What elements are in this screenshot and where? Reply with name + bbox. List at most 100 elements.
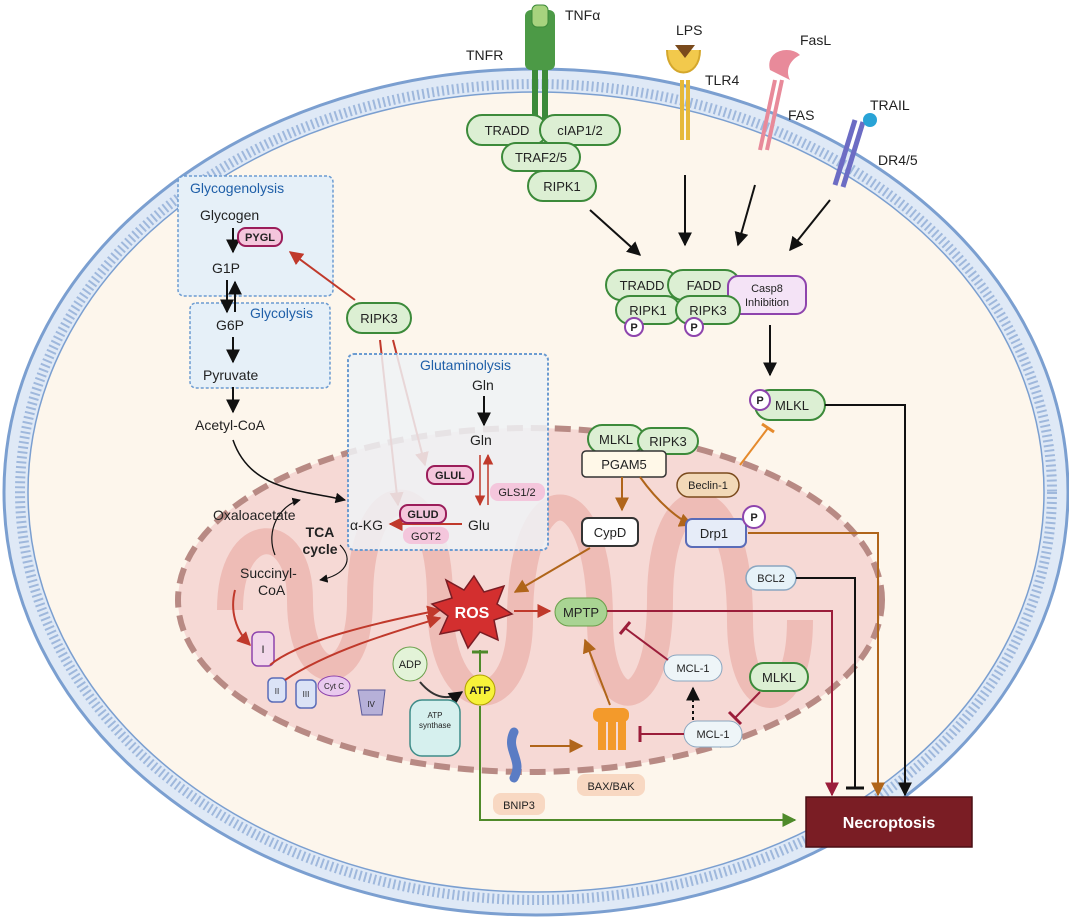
succinyl-coa-label: CoA (258, 582, 286, 598)
baxbak-label-bg (577, 774, 645, 796)
svg-text:cIAP1/2: cIAP1/2 (557, 123, 603, 138)
drp1-node (685, 518, 747, 548)
svg-text:BAX/BAK: BAX/BAK (587, 781, 635, 793)
tlr4-receptor (666, 45, 701, 140)
svg-text:II: II (275, 687, 279, 696)
got2-node (403, 527, 449, 544)
svg-text:P: P (630, 322, 637, 334)
gls-node (490, 483, 545, 501)
phospho-mlkl (749, 389, 771, 411)
svg-text:Inhibition: Inhibition (745, 297, 789, 309)
glycolysis-box (189, 302, 331, 389)
pgam5-node (581, 450, 667, 478)
svg-text:Cyt C: Cyt C (324, 682, 344, 691)
baxbak-channel (593, 708, 629, 750)
svg-text:BNIP3: BNIP3 (503, 800, 535, 812)
svg-text:P: P (756, 395, 763, 407)
dr45-label: DR4/5 (878, 152, 918, 168)
pygl-node (237, 227, 283, 247)
phospho-ripk1 (624, 317, 644, 337)
svg-text:RIPK3: RIPK3 (649, 434, 687, 449)
bnip3-protein (507, 727, 522, 783)
fasl-label: FasL (800, 32, 831, 48)
glu-label: Glu (468, 517, 490, 533)
necrosome: TRADD FADD Casp8 Inhibition RIPK1 RIPK3 … (605, 269, 807, 337)
cypd-node (581, 517, 639, 547)
mlkl-right-node (749, 662, 809, 692)
cell-membrane-inner (15, 79, 1057, 905)
beclin-node (676, 472, 740, 498)
svg-text:FADD: FADD (687, 278, 722, 293)
necroptosis-box (805, 796, 973, 848)
akg-label: α-KG (350, 517, 383, 533)
tca-label: TCA (306, 524, 335, 540)
g6p-label: G6P (216, 317, 244, 333)
oxaloacetate-label: Oxaloacetate (213, 507, 296, 523)
succinyl-label: Succinyl- (240, 565, 297, 581)
tlr4-label: TLR4 (705, 72, 739, 88)
svg-text:RIPK1: RIPK1 (629, 303, 667, 318)
g1p-label: G1P (212, 260, 240, 276)
svg-text:GLUD: GLUD (407, 509, 438, 521)
svg-text:Glutaminolysis: Glutaminolysis (420, 357, 511, 373)
svg-text:PGAM5: PGAM5 (601, 457, 647, 472)
svg-text:P: P (690, 322, 697, 334)
ros-star (430, 574, 514, 650)
necroptosis-label: Necroptosis (843, 815, 936, 832)
tca-cycle-label: cycle (302, 541, 337, 557)
svg-text:Drp1: Drp1 (700, 526, 728, 541)
svg-text:GOT2: GOT2 (411, 531, 441, 543)
mcl1-upper-node (663, 654, 723, 682)
complex-i (251, 631, 275, 667)
svg-text:Glycolysis: Glycolysis (250, 305, 313, 321)
pyruvate-label: Pyruvate (203, 367, 258, 383)
ripk1-node (527, 170, 597, 202)
tnfa-label: TNFα (565, 7, 600, 23)
adp-node (392, 646, 428, 682)
svg-text:synthase: synthase (419, 721, 452, 730)
ripk3b-node (675, 295, 741, 325)
complex1: TRADD cIAP1/2 TRAF2/5 RIPK1 (466, 114, 621, 202)
svg-text:CypD: CypD (594, 525, 627, 540)
svg-text:ADP: ADP (399, 659, 422, 671)
glud-node (399, 504, 447, 524)
svg-text:GLS1/2: GLS1/2 (498, 487, 535, 499)
svg-text:RIPK3: RIPK3 (360, 311, 398, 326)
atp-node (464, 674, 496, 706)
svg-text:MCL-1: MCL-1 (696, 729, 729, 741)
svg-text:TRAF2/5: TRAF2/5 (515, 150, 567, 165)
gln-outer-label: Gln (472, 377, 494, 393)
glul-node (426, 465, 474, 485)
lps-label: LPS (676, 22, 702, 38)
svg-text:MPTP: MPTP (563, 605, 599, 620)
phospho-drp1 (742, 505, 766, 529)
ripk3-node (346, 302, 412, 334)
svg-text:P: P (750, 512, 757, 524)
svg-text:IV: IV (367, 700, 375, 709)
svg-text:Glycogenolysis: Glycogenolysis (190, 180, 284, 196)
tnfr-label: TNFR (466, 47, 503, 63)
svg-text:MCL-1: MCL-1 (676, 663, 709, 675)
bnip3-label-bg (493, 793, 545, 815)
svg-text:PYGL: PYGL (245, 232, 275, 244)
cytc (317, 675, 351, 697)
svg-text:RIPK1: RIPK1 (543, 179, 581, 194)
svg-text:Beclin-1: Beclin-1 (688, 480, 728, 492)
svg-text:MLKL: MLKL (775, 398, 809, 413)
svg-text:ATP: ATP (469, 685, 490, 697)
casp8-node (727, 275, 807, 315)
ripk3-mito-node (637, 427, 699, 455)
ros-label: ROS (455, 605, 490, 622)
svg-text:Casp8: Casp8 (751, 283, 783, 295)
svg-text:BCL2: BCL2 (757, 573, 785, 585)
svg-text:RIPK3: RIPK3 (689, 303, 727, 318)
atp-synthase (409, 699, 461, 757)
svg-text:GLUL: GLUL (435, 470, 465, 482)
svg-text:TRADD: TRADD (485, 123, 530, 138)
tnfr-receptor (525, 4, 555, 130)
acetyl-coa-label: Acetyl-CoA (195, 417, 266, 433)
svg-text:MLKL: MLKL (599, 432, 633, 447)
svg-text:I: I (261, 644, 264, 656)
